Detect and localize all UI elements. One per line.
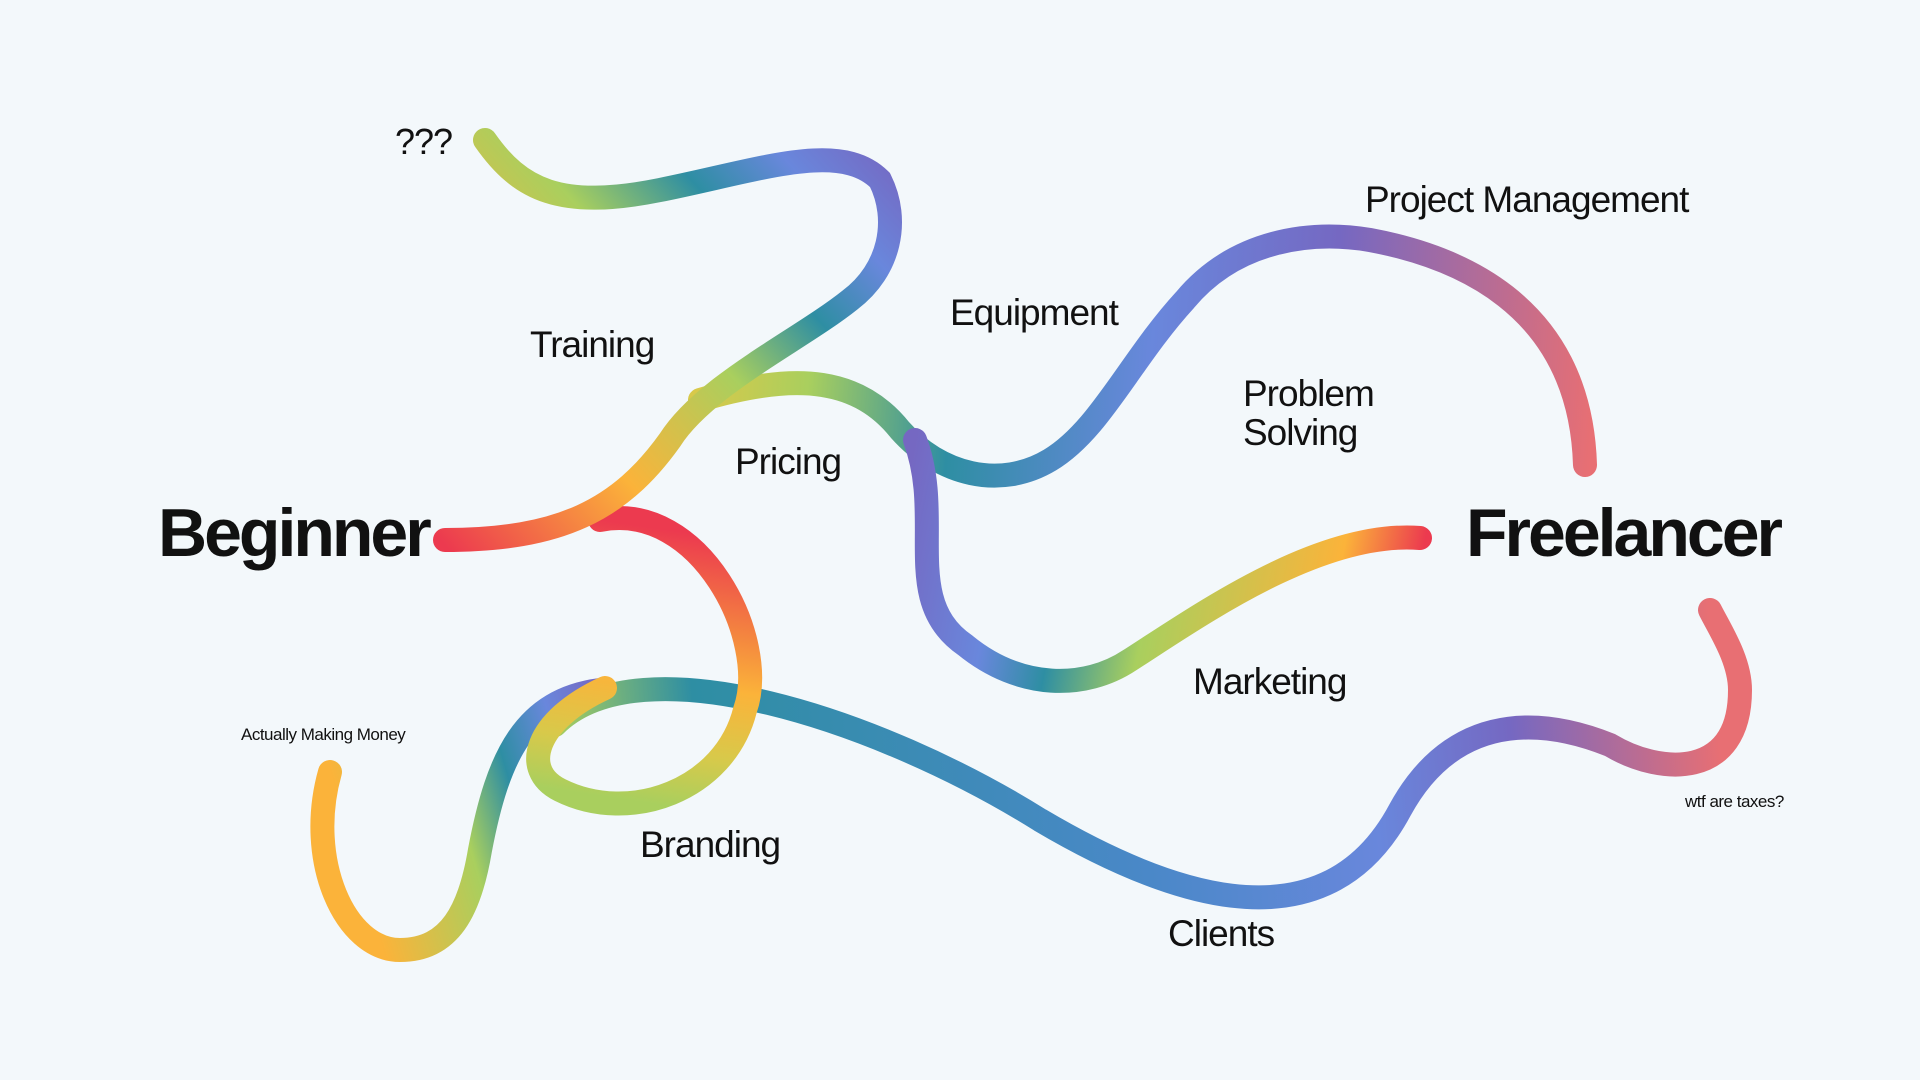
problem-solving-label-line2: Solving — [1243, 412, 1358, 453]
project-management-label: Project Management — [1365, 179, 1689, 220]
path-actually-making-money — [310, 678, 612, 963]
clients-label: Clients — [1168, 913, 1275, 954]
path-branding — [526, 506, 762, 816]
question-marks-label: ??? — [395, 121, 453, 162]
path-clients — [543, 598, 1753, 910]
branding-label: Branding — [640, 824, 781, 865]
path-equipment — [688, 224, 1597, 488]
marketing-label: Marketing — [1193, 661, 1347, 702]
training-label: Training — [530, 324, 655, 365]
freelancer-label: Freelancer — [1466, 495, 1783, 571]
path-training — [433, 128, 902, 552]
problem-solving-label-line1: Problem — [1243, 373, 1375, 414]
path-marketing — [903, 428, 1432, 693]
taxes-label: wtf are taxes? — [1685, 792, 1784, 811]
equipment-label: Equipment — [950, 292, 1119, 333]
actually-making-money-label: Actually Making Money — [241, 725, 406, 744]
pricing-label: Pricing — [735, 441, 842, 482]
beginner-label: Beginner — [158, 495, 432, 571]
